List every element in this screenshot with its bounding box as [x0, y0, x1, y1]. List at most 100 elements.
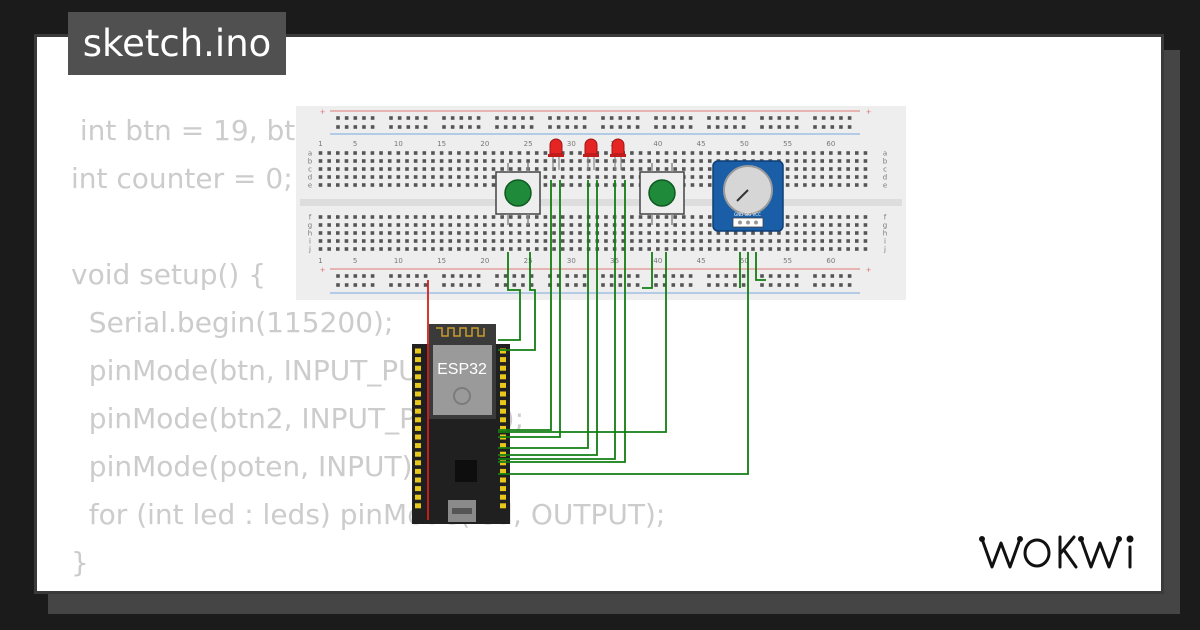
column-number: 5	[353, 140, 357, 148]
header-pin[interactable]	[500, 503, 506, 509]
header-pin[interactable]	[415, 503, 421, 509]
svg-text:+: +	[320, 265, 325, 275]
header-pin[interactable]	[415, 468, 421, 474]
row-letter: h	[308, 230, 312, 238]
header-pin[interactable]	[500, 374, 506, 380]
column-number: 30	[567, 257, 576, 265]
column-number: 15	[437, 140, 446, 148]
header-pin[interactable]	[415, 477, 421, 483]
button-cap	[648, 179, 676, 207]
row-letter: j	[308, 246, 311, 254]
column-number: 25	[524, 140, 533, 148]
row-letter: d	[883, 174, 887, 182]
column-number: 25	[524, 257, 533, 265]
column-number: 10	[394, 257, 403, 265]
row-letter: a	[883, 150, 887, 158]
code-line: int btn = 19, bt	[71, 114, 296, 147]
header-pin[interactable]	[415, 451, 421, 457]
header-pin[interactable]	[500, 425, 506, 431]
column-number: 50	[740, 140, 749, 148]
row-letter: i	[309, 238, 311, 246]
row-letter: b	[308, 158, 313, 166]
row-letter: a	[308, 150, 312, 158]
column-number: 20	[480, 257, 489, 265]
header-pin[interactable]	[415, 400, 421, 406]
header-pin[interactable]	[415, 365, 421, 371]
row-letter: c	[308, 166, 312, 174]
code-line: }	[71, 546, 89, 579]
column-number: 60	[826, 257, 835, 265]
row-letter: j	[883, 246, 886, 254]
header-pin[interactable]	[500, 486, 506, 492]
header-pin[interactable]	[500, 391, 506, 397]
row-letter: e	[883, 182, 887, 190]
breadboard: + + + + 11551010151520202525303035354040…	[296, 106, 906, 300]
header-pin[interactable]	[415, 494, 421, 500]
header-pin[interactable]	[415, 460, 421, 466]
led-1[interactable]	[548, 138, 564, 170]
column-number: 20	[480, 140, 489, 148]
row-letter: g	[308, 222, 312, 230]
column-number: 55	[783, 257, 792, 265]
column-number: 45	[697, 140, 706, 148]
header-pin[interactable]	[415, 443, 421, 449]
header-pin[interactable]	[415, 408, 421, 414]
header-pin[interactable]	[500, 400, 506, 406]
header-pin[interactable]	[415, 348, 421, 354]
code-line: int counter = 0;	[71, 162, 293, 195]
led-2[interactable]	[583, 138, 599, 170]
header-pin[interactable]	[415, 417, 421, 423]
row-letter: i	[884, 238, 886, 246]
row-letter: h	[883, 230, 887, 238]
header-pin[interactable]	[500, 382, 506, 388]
wires	[427, 180, 766, 520]
header-pin[interactable]	[500, 477, 506, 483]
code-line: void setup() {	[71, 258, 267, 291]
column-number: 1	[318, 257, 322, 265]
potentiometer[interactable]: GND SIG VCC	[712, 160, 784, 232]
header-pin[interactable]	[500, 365, 506, 371]
row-letter: g	[883, 222, 887, 230]
pushbutton-1[interactable]	[495, 163, 541, 225]
header-pin[interactable]	[415, 434, 421, 440]
header-pin[interactable]	[415, 357, 421, 363]
header-pin[interactable]	[415, 486, 421, 492]
led-3[interactable]	[610, 138, 626, 170]
header-pin[interactable]	[500, 417, 506, 423]
svg-text:GND SIG VCC: GND SIG VCC	[734, 212, 761, 217]
column-number: 40	[653, 140, 662, 148]
column-number: 40	[653, 257, 662, 265]
svg-text:+: +	[866, 265, 871, 275]
header-pin[interactable]	[500, 494, 506, 500]
button-cap	[504, 179, 532, 207]
file-title-tab[interactable]: sketch.ino	[68, 12, 286, 75]
wokwi-logo	[979, 535, 1134, 569]
svg-text:+: +	[320, 107, 325, 117]
column-number: 50	[740, 257, 749, 265]
pushbutton-2[interactable]	[639, 163, 685, 225]
header-pin[interactable]	[415, 382, 421, 388]
row-letter: f	[884, 214, 887, 222]
column-number: 60	[826, 140, 835, 148]
svg-text:+: +	[866, 107, 871, 117]
code-line: pinMode(poten, INPUT);	[71, 450, 423, 483]
column-number: 1	[318, 140, 322, 148]
header-pin[interactable]	[500, 348, 506, 354]
header-pin[interactable]	[500, 357, 506, 363]
header-pin[interactable]	[415, 374, 421, 380]
header-pin[interactable]	[500, 468, 506, 474]
header-pin[interactable]	[415, 425, 421, 431]
board-label: ESP32	[437, 361, 487, 378]
esp32-board[interactable]: ESP32	[412, 324, 510, 524]
code-line: Serial.begin(115200);	[71, 306, 394, 339]
column-number: 10	[394, 140, 403, 148]
column-number: 5	[353, 257, 357, 265]
header-pin[interactable]	[500, 443, 506, 449]
header-pin[interactable]	[415, 391, 421, 397]
column-number: 55	[783, 140, 792, 148]
row-letter: e	[308, 182, 312, 190]
header-pin[interactable]	[500, 408, 506, 414]
code-editor: int btn = 19, bt int counter = 0; void set…	[71, 107, 665, 587]
row-letter: d	[308, 174, 312, 182]
